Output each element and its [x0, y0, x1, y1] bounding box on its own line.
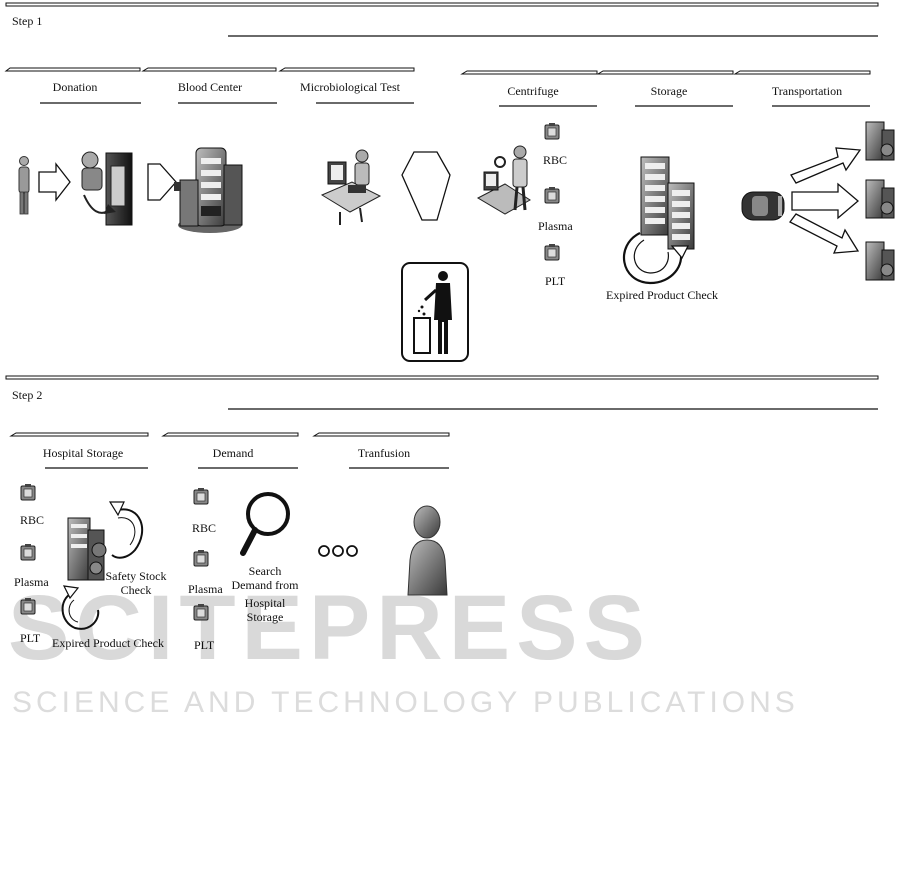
product-label-rbc: RBC — [543, 153, 568, 167]
watermark-main: SCITEPRESS — [8, 577, 651, 679]
donor-icon — [18, 156, 30, 215]
arrow-right-icon — [38, 162, 71, 202]
step2-header-bar — [5, 375, 879, 380]
expired-circular-arrow-icon — [61, 585, 100, 630]
hospital-icon-bottom — [865, 241, 895, 281]
plt-bag-icon — [544, 243, 560, 261]
tab-label-storage: Storage — [650, 84, 688, 98]
hospital-icon-top — [865, 121, 895, 161]
safety-stock-label-line2: Check — [120, 583, 152, 597]
donation-machine-icon — [81, 151, 133, 226]
safety-stock-label-line1: Safety Stock — [105, 569, 167, 583]
patient-icon — [407, 505, 448, 596]
search-label-line4: Storage — [246, 610, 284, 624]
tab-bar-donation — [4, 67, 141, 104]
transport-arrows — [789, 147, 862, 254]
tab-label-centrifuge: Centrifuge — [507, 84, 559, 98]
demand-plasma-bag-icon — [193, 549, 209, 567]
tab-bar-demand — [161, 432, 299, 469]
magnifier-icon — [240, 492, 290, 556]
tab-label-donation: Donation — [52, 80, 98, 94]
demand-product-label-plasma: Plasma — [188, 582, 223, 596]
hs-rbc-bag-icon — [20, 483, 36, 501]
expired-check-label: Expired Product Check — [606, 288, 718, 302]
transport-vehicle-icon — [741, 191, 785, 221]
circular-arrow-icon — [622, 232, 690, 285]
search-label-line2: Demand from — [231, 578, 299, 592]
hs-product-label-rbc: RBC — [20, 513, 45, 527]
hs-product-label-plasma: Plasma — [14, 575, 49, 589]
tab-bar-micro-test — [278, 67, 415, 104]
tab-label-hospital-storage: Hospital Storage — [42, 446, 124, 460]
rbc-bag-icon — [544, 122, 560, 140]
centrifuge-operator-icon — [476, 145, 531, 215]
search-label-line1: Search — [248, 564, 282, 578]
lab-technician-icon — [320, 149, 382, 225]
tab-bar-blood-center — [141, 67, 277, 104]
step2-label: Step 2 — [12, 388, 43, 402]
hs-plasma-bag-icon — [20, 543, 36, 561]
storage-rack-icon — [640, 156, 695, 250]
tab-label-blood-center: Blood Center — [177, 80, 243, 94]
hospital-icon-middle — [865, 179, 895, 219]
hs-plt-bag-icon — [20, 597, 36, 615]
tab-label-tranfusion: Tranfusion — [357, 446, 411, 460]
hospital-building-icon — [67, 517, 107, 581]
search-label-line3: Hospital — [244, 596, 286, 610]
step1-header-bar — [5, 2, 879, 7]
tab-label-demand: Demand — [212, 446, 254, 460]
demand-product-label-rbc: RBC — [192, 521, 217, 535]
tab-bar-storage — [596, 70, 734, 107]
demand-product-label-plt: PLT — [194, 638, 215, 652]
product-label-plasma: Plasma — [538, 219, 573, 233]
tab-label-micro-test: Microbiological Test — [300, 80, 400, 94]
hs-expired-check-label: Expired Product Check — [52, 636, 164, 650]
product-label-plt: PLT — [545, 274, 566, 288]
chevron-arrow-icon — [147, 163, 177, 201]
tab-bar-tranfusion — [312, 432, 450, 469]
ellipsis-icon — [318, 545, 358, 557]
hs-product-label-plt: PLT — [20, 631, 41, 645]
watermark-sub: SCIENCE AND TECHNOLOGY PUBLICATIONS — [12, 686, 799, 719]
blood-center-building-icon — [174, 147, 243, 233]
tab-bar-hospital-storage — [9, 432, 149, 469]
trash-icon — [401, 262, 469, 362]
demand-plt-bag-icon — [193, 603, 209, 621]
decision-hexagon — [401, 151, 451, 221]
tab-bar-transportation — [733, 70, 871, 107]
plasma-bag-icon — [544, 186, 560, 204]
tab-label-transportation: Transportation — [771, 84, 843, 98]
tab-bar-centrifuge — [460, 70, 598, 107]
demand-rbc-bag-icon — [193, 487, 209, 505]
safety-stock-circular-arrow-icon — [108, 501, 144, 559]
step1-label: Step 1 — [12, 14, 43, 28]
